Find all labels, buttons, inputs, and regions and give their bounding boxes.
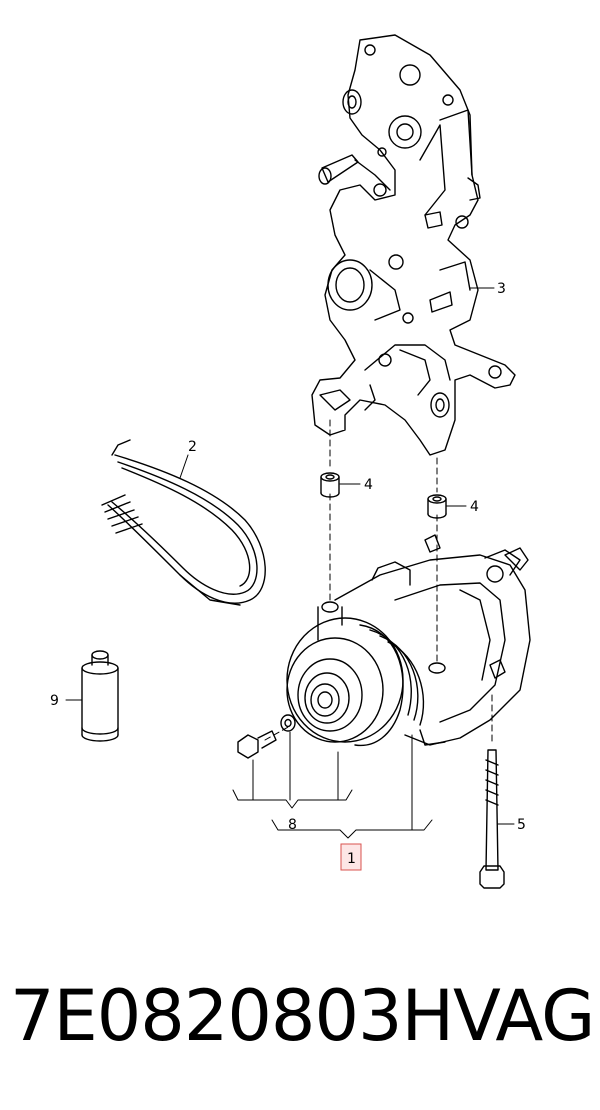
highlight-box-1 xyxy=(340,843,362,871)
sleeve-left xyxy=(320,472,340,498)
footer: 7E0820803H VAG xyxy=(0,975,600,1075)
callout-5[interactable]: 5 xyxy=(517,817,526,833)
ac-compressor xyxy=(286,534,531,747)
brand-name: VAG xyxy=(453,975,595,1057)
mounting-bracket xyxy=(311,34,516,456)
v-belt xyxy=(101,439,266,606)
callout-1[interactable]: 1 xyxy=(347,851,356,867)
callout-8[interactable]: 8 xyxy=(288,817,297,833)
callout-4-left[interactable]: 4 xyxy=(364,477,373,493)
callout-2[interactable]: 2 xyxy=(188,439,197,455)
leader-lines xyxy=(65,287,515,825)
callout-4-right[interactable]: 4 xyxy=(470,499,479,515)
group-brackets xyxy=(232,731,433,839)
callout-3[interactable]: 3 xyxy=(497,281,506,297)
long-bolt xyxy=(479,749,505,889)
bolt-and-washer xyxy=(237,714,296,759)
guide-lines xyxy=(264,419,493,746)
part-number: 7E0820803H xyxy=(10,975,454,1057)
cylinder-part xyxy=(81,650,119,742)
callout-9[interactable]: 9 xyxy=(50,693,59,709)
